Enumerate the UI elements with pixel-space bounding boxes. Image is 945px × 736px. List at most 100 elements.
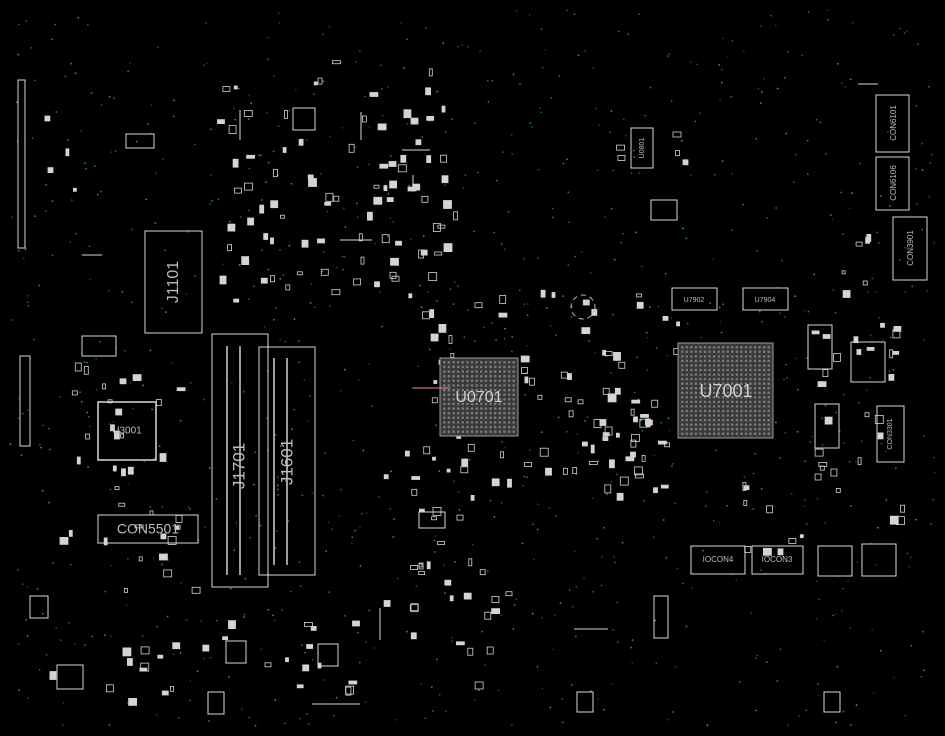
bga-ball: [507, 374, 511, 378]
via: [62, 724, 64, 727]
smd-pad: [582, 441, 588, 447]
connector-con3901[interactable]: CON3901: [892, 216, 928, 281]
smd-pad: [409, 604, 419, 612]
smd-pad: [660, 484, 669, 489]
via: [784, 76, 786, 79]
bga-ball: [735, 418, 739, 422]
bga-ball: [744, 427, 748, 431]
smd-pad: [285, 284, 291, 291]
bga-ball: [758, 355, 761, 358]
chip-u7904[interactable]: U7904: [742, 287, 789, 311]
bga-ball: [758, 405, 761, 408]
bga-ball: [452, 398, 455, 401]
bga-ball: [498, 365, 502, 369]
via: [392, 221, 395, 223]
via: [359, 50, 361, 53]
smd-pad: [563, 467, 568, 475]
bga-ball: [480, 361, 483, 364]
via: [338, 515, 341, 518]
bga-ball: [726, 400, 730, 404]
bga-ball: [762, 409, 766, 413]
smd-pad: [617, 154, 626, 161]
via: [742, 203, 745, 206]
connector-con6101[interactable]: CON6101: [875, 94, 910, 153]
via: [503, 337, 506, 340]
chip-u7001[interactable]: U7001: [677, 342, 774, 439]
connector-j1101[interactable]: J1101: [144, 230, 203, 334]
label-iocon4: IOCON4: [703, 555, 734, 564]
bga-ball: [694, 400, 698, 404]
slot-j1701[interactable]: J1701: [211, 333, 269, 588]
chip-u0701[interactable]: U0701: [412, 357, 519, 437]
via: [240, 216, 242, 219]
via: [786, 377, 788, 379]
bga-ball: [712, 405, 716, 408]
smd-pad: [246, 154, 256, 159]
bga-ball: [762, 359, 766, 363]
via: [58, 395, 61, 398]
smd-pad: [892, 329, 901, 339]
bga-ball: [708, 409, 711, 413]
chip-u7902[interactable]: U7902: [671, 287, 718, 311]
via: [667, 417, 670, 420]
bga-ball: [712, 377, 716, 381]
bga-ball: [712, 418, 716, 422]
bga-ball: [703, 350, 707, 354]
via: [531, 125, 533, 128]
label-j1101: J1101: [165, 261, 182, 304]
bga-ball: [470, 402, 474, 406]
smd-pad: [283, 110, 288, 119]
via: [784, 431, 787, 434]
smd-pad: [811, 330, 820, 335]
bga-ball: [507, 379, 511, 383]
connector-con6106[interactable]: CON6106: [875, 156, 910, 211]
via: [694, 120, 697, 123]
bga-ball: [484, 388, 488, 392]
bga-ball: [503, 393, 506, 397]
via: [809, 441, 812, 443]
via: [322, 494, 324, 497]
via: [621, 541, 624, 544]
bga-ball: [685, 382, 689, 385]
via: [378, 496, 380, 498]
via: [743, 50, 745, 52]
smd-pad: [645, 419, 653, 426]
via: [487, 100, 490, 103]
bga-ball: [749, 350, 752, 354]
chip-u0801[interactable]: U0801: [630, 127, 654, 169]
bga-ball: [726, 423, 730, 426]
smd-pad: [658, 440, 667, 445]
slot-j1601[interactable]: J1601: [258, 346, 316, 576]
bga-ball: [703, 382, 707, 385]
via: [359, 526, 361, 529]
via: [45, 653, 48, 656]
via: [760, 569, 762, 571]
bga-ball: [731, 386, 734, 390]
connector-con3301[interactable]: CON3301: [876, 405, 905, 463]
connector-iocon3[interactable]: IOCON3: [751, 545, 804, 575]
via: [380, 64, 382, 67]
via: [869, 376, 871, 379]
via: [805, 709, 808, 712]
via: [648, 306, 651, 308]
bga-ball: [758, 418, 761, 422]
connector-con5501[interactable]: CON5501: [97, 514, 199, 544]
smd-pad: [672, 131, 682, 138]
bga-ball: [726, 432, 730, 435]
via: [928, 85, 930, 88]
chip-u3001[interactable]: U3001: [97, 401, 157, 461]
via: [277, 476, 279, 479]
smd-pad: [381, 234, 390, 244]
via: [923, 338, 925, 341]
smd-pad: [662, 315, 669, 321]
bga-ball: [749, 396, 752, 399]
bga-ball: [512, 388, 515, 392]
bga-ball: [753, 377, 757, 381]
smd-pad: [132, 374, 142, 382]
connector-iocon4[interactable]: IOCON4: [690, 545, 746, 575]
smd-pad: [127, 466, 134, 475]
bga-ball: [753, 405, 757, 408]
smd-pad: [633, 416, 638, 423]
via: [394, 719, 397, 721]
via: [795, 357, 798, 360]
